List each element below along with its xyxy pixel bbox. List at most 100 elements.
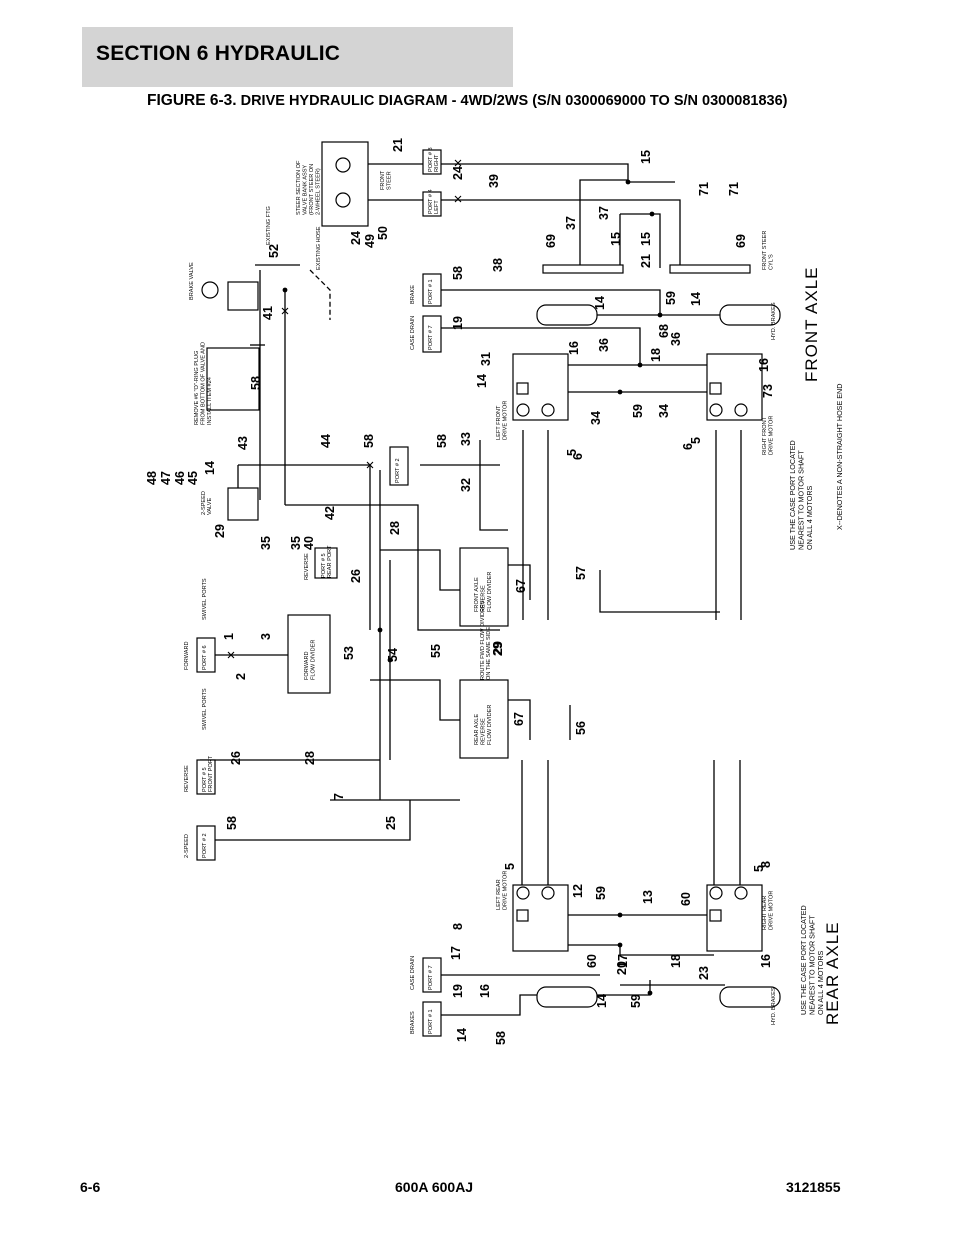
hose-lines bbox=[200, 163, 742, 1016]
svg-text:X--DENOTES A NON-STRAIGHT HOSE: X--DENOTES A NON-STRAIGHT HOSE END bbox=[835, 384, 844, 530]
callout-23: 23 bbox=[697, 966, 711, 980]
notes: USE THE CASE PORT LOCATEDNEAREST TO MOTO… bbox=[788, 267, 844, 1026]
callout-53: 53 bbox=[342, 646, 356, 660]
svg-text:SWIVEL PORTS: SWIVEL PORTS bbox=[202, 578, 208, 620]
callout-36: 36 bbox=[597, 338, 611, 352]
callout-3: 3 bbox=[259, 633, 273, 640]
callout-59: 59 bbox=[629, 994, 643, 1008]
junction-dots bbox=[282, 179, 663, 996]
callout-21: 21 bbox=[639, 254, 653, 268]
callout-25: 25 bbox=[384, 816, 398, 830]
callout-60: 60 bbox=[585, 954, 599, 968]
callout-67: 67 bbox=[514, 579, 528, 593]
svg-text:2-SPEED: 2-SPEED bbox=[184, 834, 190, 858]
callout-13: 13 bbox=[641, 890, 655, 904]
callout-55: 55 bbox=[429, 644, 443, 658]
callout-58: 58 bbox=[494, 1031, 508, 1045]
callout-5: 5 bbox=[689, 437, 703, 444]
callout-34: 34 bbox=[657, 404, 671, 418]
callout-19: 19 bbox=[451, 984, 465, 998]
footer-doc-number: 3121855 bbox=[786, 1179, 841, 1195]
section-band bbox=[82, 27, 513, 87]
callout-59: 59 bbox=[631, 404, 645, 418]
callout-58: 58 bbox=[249, 376, 263, 390]
svg-text:FRONTSTEER: FRONTSTEER bbox=[380, 170, 393, 190]
callout-33: 33 bbox=[459, 432, 473, 446]
callout-46: 46 bbox=[173, 471, 187, 485]
front-axle-label: FRONT AXLE bbox=[802, 267, 821, 383]
figure-caption: DRIVE HYDRAULIC DIAGRAM - 4WD/2WS (S/N 0… bbox=[236, 93, 788, 109]
callout-16: 16 bbox=[567, 341, 581, 355]
callout-71: 71 bbox=[727, 182, 741, 196]
svg-text:CASE DRAIN: CASE DRAIN bbox=[410, 316, 416, 350]
svg-text:REVERSE: REVERSE bbox=[184, 765, 190, 792]
svg-text:PORT # 5FRONT PORT: PORT # 5FRONT PORT bbox=[202, 755, 214, 792]
svg-text:PORT # 1: PORT # 1 bbox=[428, 279, 434, 304]
svg-text:EXISTING FTG: EXISTING FTG bbox=[266, 206, 272, 245]
callout-32: 32 bbox=[459, 478, 473, 492]
svg-text:REVERSE: REVERSE bbox=[304, 553, 310, 580]
callout-54: 54 bbox=[386, 648, 400, 662]
callout-43: 43 bbox=[236, 436, 250, 450]
callout-15: 15 bbox=[609, 232, 623, 246]
callout-41: 41 bbox=[261, 306, 275, 320]
svg-text:ROUTE FWD FLOW DIVIDERSON THE: ROUTE FWD FLOW DIVIDERSON THE SAME SIDE bbox=[480, 600, 492, 680]
svg-text:PORT # 7: PORT # 7 bbox=[428, 965, 434, 990]
callout-14: 14 bbox=[689, 292, 703, 306]
callout-5: 5 bbox=[565, 449, 579, 456]
callout-18: 18 bbox=[649, 348, 663, 362]
svg-text:HYD. BRAKES: HYD. BRAKES bbox=[771, 302, 777, 340]
svg-text:FORWARDFLOW DIVIDER: FORWARDFLOW DIVIDER bbox=[304, 640, 317, 680]
footer-model: 600A 600AJ bbox=[395, 1179, 474, 1195]
callout-16: 16 bbox=[757, 358, 771, 372]
callout-49: 49 bbox=[363, 234, 377, 248]
svg-text:RIGHT FRONTDRIVE MOTOR: RIGHT FRONTDRIVE MOTOR bbox=[762, 416, 775, 455]
svg-text:PORT # 3RIGHT: PORT # 3RIGHT bbox=[428, 147, 440, 172]
callout-71: 71 bbox=[697, 182, 711, 196]
svg-text:HYD. BRAKES: HYD. BRAKES bbox=[771, 987, 777, 1025]
svg-text:BRAKE: BRAKE bbox=[410, 285, 416, 304]
callout-37: 37 bbox=[597, 206, 611, 220]
callout-39: 39 bbox=[487, 174, 501, 188]
callout-14: 14 bbox=[203, 461, 217, 475]
callout-26: 26 bbox=[349, 569, 363, 583]
callout-28: 28 bbox=[303, 751, 317, 765]
svg-text:USE THE CASE PORT LOCATEDNEARE: USE THE CASE PORT LOCATEDNEAREST TO MOTO… bbox=[788, 440, 814, 550]
callout-29: 29 bbox=[491, 642, 505, 656]
callout-26: 26 bbox=[229, 751, 243, 765]
callout-36: 36 bbox=[669, 332, 683, 346]
callout-31: 31 bbox=[479, 352, 493, 366]
callout-38: 38 bbox=[491, 258, 505, 272]
callout-18: 18 bbox=[669, 954, 683, 968]
callout-17: 17 bbox=[616, 954, 630, 968]
callout-14: 14 bbox=[595, 994, 609, 1008]
callout-17: 17 bbox=[449, 946, 463, 960]
callout-45: 45 bbox=[186, 471, 200, 485]
callout-34: 34 bbox=[589, 411, 603, 425]
callout-29: 29 bbox=[213, 524, 227, 538]
svg-text:REAR AXLEREVERSEFLOW DIVIDER: REAR AXLEREVERSEFLOW DIVIDER bbox=[474, 705, 493, 745]
svg-text:PORT # 4LEFT: PORT # 4LEFT bbox=[428, 189, 440, 214]
callout-24: 24 bbox=[451, 166, 465, 180]
steer-valve-bank bbox=[321, 141, 369, 227]
callout-16: 16 bbox=[759, 954, 773, 968]
front-axle-reverse-flow-divider bbox=[459, 547, 509, 627]
callout-47: 47 bbox=[159, 471, 173, 485]
callout-42: 42 bbox=[323, 506, 337, 520]
callout-8: 8 bbox=[759, 861, 773, 868]
callout-15: 15 bbox=[639, 232, 653, 246]
callout-19: 19 bbox=[451, 316, 465, 330]
callout-69: 69 bbox=[734, 234, 748, 248]
svg-text:BRAKES: BRAKES bbox=[410, 1011, 416, 1034]
callout-5: 5 bbox=[503, 863, 517, 870]
svg-text:2-SPEEDVALVE: 2-SPEEDVALVE bbox=[201, 491, 213, 515]
figure-label: FIGURE 6-3. bbox=[147, 92, 237, 109]
callout-73: 73 bbox=[761, 384, 775, 398]
footer-page-number: 6-6 bbox=[80, 1179, 101, 1195]
callout-1: 1 bbox=[222, 633, 236, 640]
non-straight-marks bbox=[227, 159, 462, 659]
svg-text:RIGHT REARDRIVE MOTOR: RIGHT REARDRIVE MOTOR bbox=[762, 891, 775, 930]
callout-8: 8 bbox=[451, 923, 465, 930]
callout-37: 37 bbox=[564, 216, 578, 230]
